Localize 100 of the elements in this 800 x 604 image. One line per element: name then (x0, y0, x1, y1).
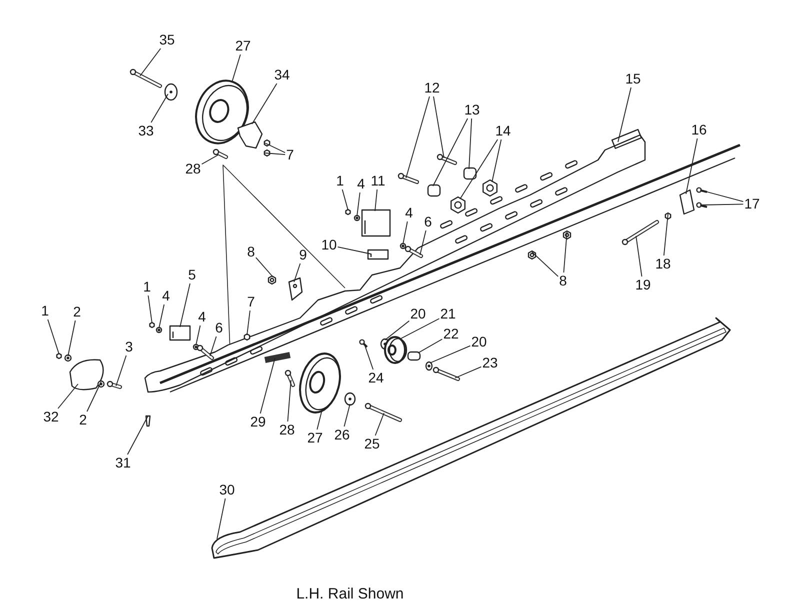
callout-number: 7 (286, 148, 294, 162)
callout-number: 5 (188, 268, 196, 282)
idler-wheel (384, 336, 408, 364)
leader-line (420, 230, 426, 256)
slide-block (367, 249, 389, 260)
callout-number: 24 (368, 370, 384, 386)
callout-number: 1 (336, 174, 344, 188)
leader-line (264, 142, 286, 154)
idler-wheel (299, 352, 341, 414)
leader-line (232, 54, 241, 82)
callout-number: 15 (625, 72, 641, 86)
callout-number: 23 (482, 356, 498, 370)
bolt (364, 402, 402, 422)
callout-number: 6 (424, 214, 432, 230)
slide-block (169, 325, 191, 341)
callout-number: 27 (307, 430, 323, 446)
leader-line (264, 152, 286, 156)
screw (696, 187, 708, 193)
callout-number: 34 (274, 68, 290, 82)
bolt (398, 172, 419, 184)
leader-line (433, 96, 444, 158)
idler-wheel (195, 80, 249, 144)
callout-number: 28 (185, 162, 201, 176)
leader-line (294, 263, 301, 282)
bolt (196, 344, 214, 360)
slide-block (361, 209, 391, 237)
leader-line (216, 498, 226, 540)
pin (145, 415, 151, 427)
callout-number: 32 (43, 410, 59, 424)
leader-line (700, 204, 744, 206)
leader-line (356, 192, 360, 216)
callout-number: 28 (279, 422, 295, 438)
leader-line (384, 320, 410, 340)
spacer (407, 351, 421, 361)
leader-line (180, 283, 190, 328)
nut (268, 275, 276, 285)
nut (345, 208, 351, 216)
callout-number: 22 (443, 326, 459, 342)
leader-line (252, 83, 278, 124)
leader-line (127, 416, 148, 455)
leader-line (116, 355, 127, 386)
callout-number: 14 (495, 124, 511, 138)
nut (264, 149, 270, 157)
leader-line (86, 382, 102, 412)
callout-number: 12 (424, 80, 440, 96)
bracket (679, 189, 695, 215)
callout-number: 1 (143, 280, 151, 294)
callout-number: 4 (198, 310, 206, 324)
callout-number: 11 (370, 174, 386, 188)
leader-line (140, 48, 162, 76)
leader-line (406, 96, 430, 178)
callout-number: 19 (635, 278, 651, 292)
leader-line (418, 338, 443, 354)
shaft (264, 352, 291, 363)
leader-line (150, 94, 168, 123)
spacer (427, 184, 441, 197)
nut (244, 333, 250, 341)
washer (425, 361, 433, 371)
callout-number: 13 (464, 102, 480, 118)
callout-number: 8 (559, 274, 567, 288)
leader-line (374, 412, 384, 436)
leader-line (402, 221, 408, 244)
callout-number: 35 (159, 32, 175, 48)
callout-number: 21 (440, 306, 456, 322)
bolt (212, 148, 228, 159)
leader-line (287, 380, 292, 422)
bolt (432, 366, 460, 381)
callout-number: 2 (73, 304, 81, 320)
callout-number: 27 (235, 38, 251, 54)
leader-line (618, 87, 632, 142)
leader-line (316, 410, 322, 430)
leader-line (344, 404, 350, 427)
leader-line (210, 336, 217, 356)
washer (354, 214, 360, 222)
washer (164, 83, 178, 101)
nut (450, 196, 466, 214)
leader-line (58, 384, 78, 409)
callout-number: 31 (115, 456, 131, 470)
bolt (106, 380, 122, 389)
callout-number: 10 (321, 238, 337, 252)
callout-number: 16 (691, 122, 707, 138)
leader-line (68, 320, 76, 356)
leader-line (374, 189, 378, 212)
leader-line (342, 189, 348, 210)
callout-number: 25 (364, 436, 380, 452)
leader-line (454, 366, 482, 378)
wear-strip (211, 317, 731, 559)
nut (562, 230, 572, 240)
mounting-plate (288, 277, 303, 301)
screw (359, 339, 368, 348)
leader-line (148, 295, 152, 324)
callout-number: 8 (247, 244, 255, 260)
leader-line (47, 319, 60, 354)
leader-line (246, 310, 250, 336)
leader-line (260, 358, 276, 414)
leader-line (636, 236, 642, 277)
callout-number: 9 (299, 248, 307, 262)
leader-line (663, 214, 668, 256)
callout-number: 17 (744, 196, 760, 212)
callout-number: 20 (410, 306, 426, 322)
